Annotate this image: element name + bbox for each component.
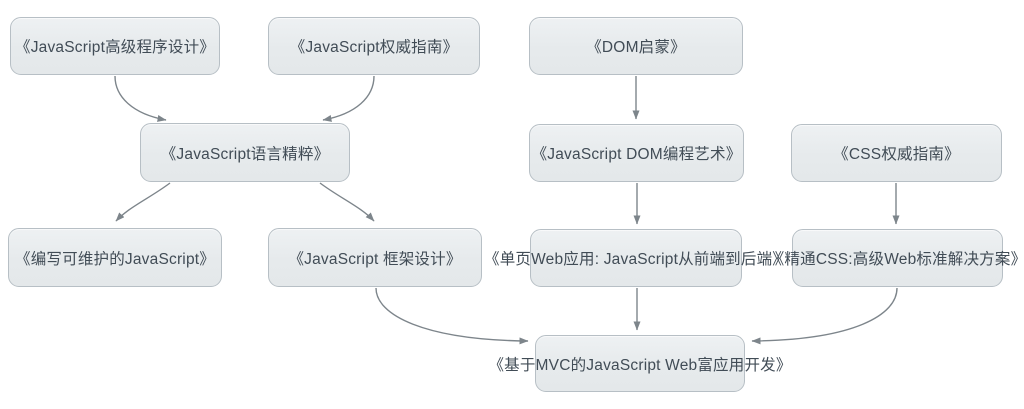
node-css-definitive: 《CSS权威指南》 xyxy=(791,124,1002,182)
edge-framework-design-to-mvc-rich-app xyxy=(375,287,529,345)
node-js-definitive-label: 《JavaScript权威指南》 xyxy=(289,39,459,56)
node-js-advanced: 《JavaScript高级程序设计》 xyxy=(10,17,220,75)
node-maintainable: 《编写可维护的JavaScript》 xyxy=(8,228,222,287)
node-good-parts-label: 《JavaScript语言精粹》 xyxy=(160,145,330,163)
node-dom-scripting: 《JavaScript DOM编程艺术》 xyxy=(529,124,744,182)
edge-css-mastery-to-mvc-rich-app xyxy=(751,287,898,345)
node-css-mastery: 《精通CSS:高级Web标准解决方案》 xyxy=(769,229,1024,287)
node-mvc-rich-app-label: 《基于MVC的JavaScript Web富应用开发》 xyxy=(488,356,792,374)
edge-js-advanced-to-good-parts xyxy=(114,75,167,122)
edge-js-definitive-to-good-parts xyxy=(322,75,375,122)
node-mvc-rich-app: 《基于MVC的JavaScript Web富应用开发》 xyxy=(488,335,791,392)
node-framework-design-label: 《JavaScript 框架设计》 xyxy=(288,250,462,268)
node-css-mastery-label: 《精通CSS:高级Web标准解决方案》 xyxy=(768,251,1024,268)
node-dom-enlightenment-label: 《DOM启蒙》 xyxy=(586,39,686,56)
node-spa-label: 《单页Web应用: JavaScript从前端到后端》 xyxy=(484,251,788,268)
edge-good-parts-to-maintainable xyxy=(115,182,171,222)
node-dom-enlightenment: 《DOM启蒙》 xyxy=(529,17,743,75)
node-good-parts: 《JavaScript语言精粹》 xyxy=(140,123,350,182)
node-css-definitive-label: 《CSS权威指南》 xyxy=(833,146,960,163)
node-js-definitive: 《JavaScript权威指南》 xyxy=(268,17,480,75)
edge-good-parts-to-framework-design xyxy=(319,182,375,222)
node-framework-design: 《JavaScript 框架设计》 xyxy=(268,228,482,287)
node-spa: 《单页Web应用: JavaScript从前端到后端》 xyxy=(484,229,788,287)
node-dom-scripting-label: 《JavaScript DOM编程艺术》 xyxy=(531,146,742,163)
node-js-advanced-label: 《JavaScript高级程序设计》 xyxy=(15,39,215,56)
node-maintainable-label: 《编写可维护的JavaScript》 xyxy=(15,250,215,268)
